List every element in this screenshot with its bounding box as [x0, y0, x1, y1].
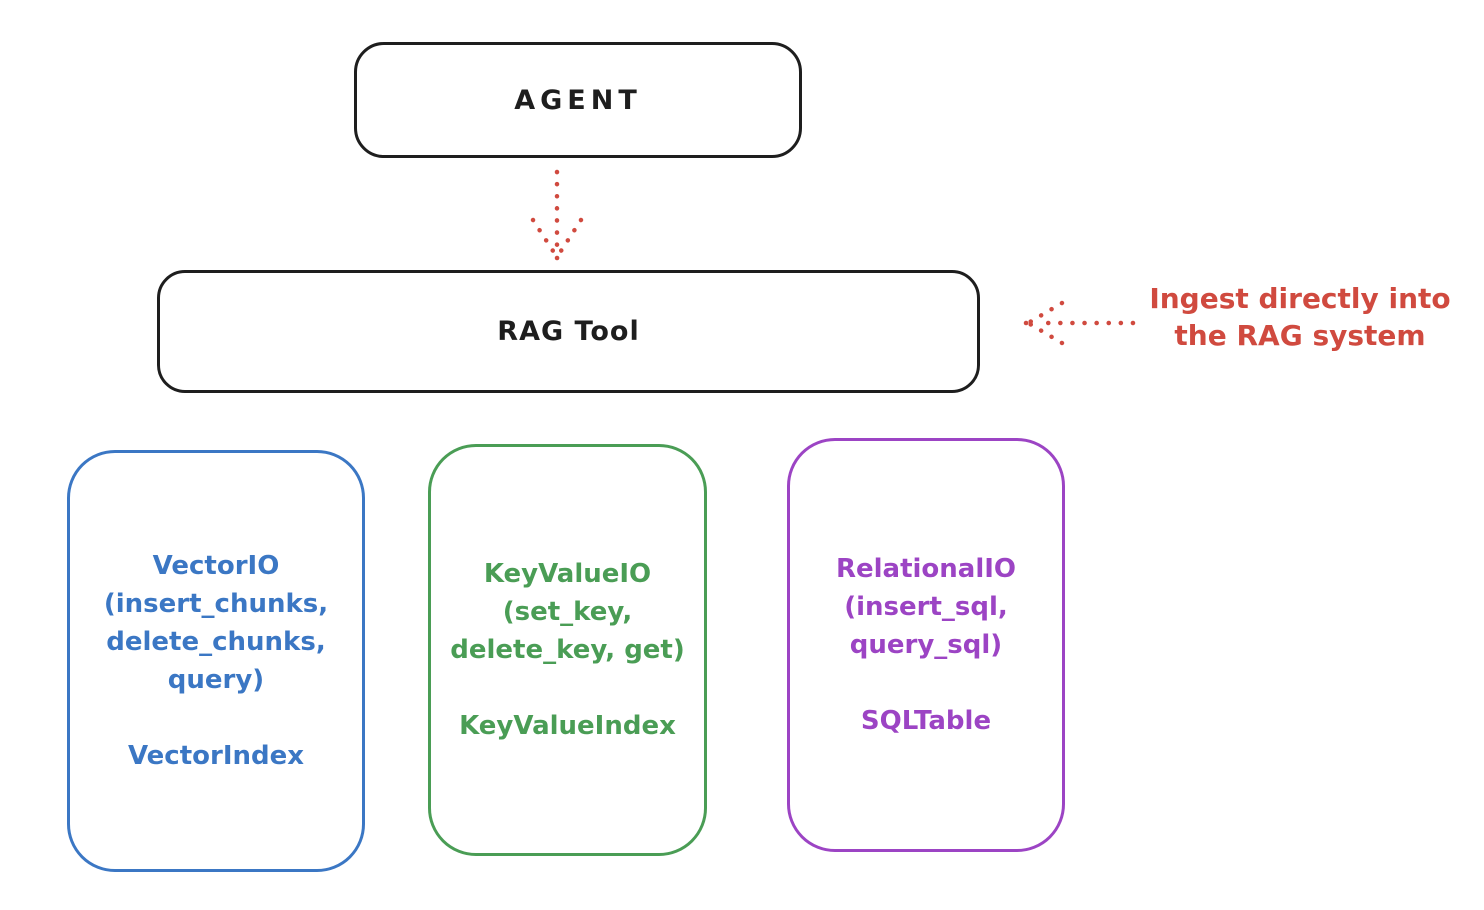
- agent-node: AGENT: [354, 42, 802, 158]
- key-value-io-node-label: KeyValueIO (set_key, delete_key, get) Ke…: [450, 559, 685, 741]
- relational-io-node-label: RelationalIO (insert_sql, query_sql) SQL…: [835, 554, 1017, 736]
- vector-io-node: VectorIO (insert_chunks, delete_chunks, …: [67, 450, 365, 872]
- rag-tool-node: RAG Tool: [157, 270, 980, 393]
- key-value-io-node: KeyValueIO (set_key, delete_key, get) Ke…: [428, 444, 707, 856]
- annotation-dotted-left-arrow: [1023, 300, 1136, 346]
- rag-tool-node-label: RAG Tool: [497, 316, 640, 347]
- ingest-annotation-text: Ingest directly into the RAG system: [1149, 282, 1451, 352]
- agent-to-rag-tool-dotted-down-arrow: [530, 169, 584, 261]
- vector-io-node-label: VectorIO (insert_chunks, delete_chunks, …: [103, 551, 329, 771]
- relational-io-node: RelationalIO (insert_sql, query_sql) SQL…: [787, 438, 1065, 852]
- agent-node-label: AGENT: [514, 84, 642, 116]
